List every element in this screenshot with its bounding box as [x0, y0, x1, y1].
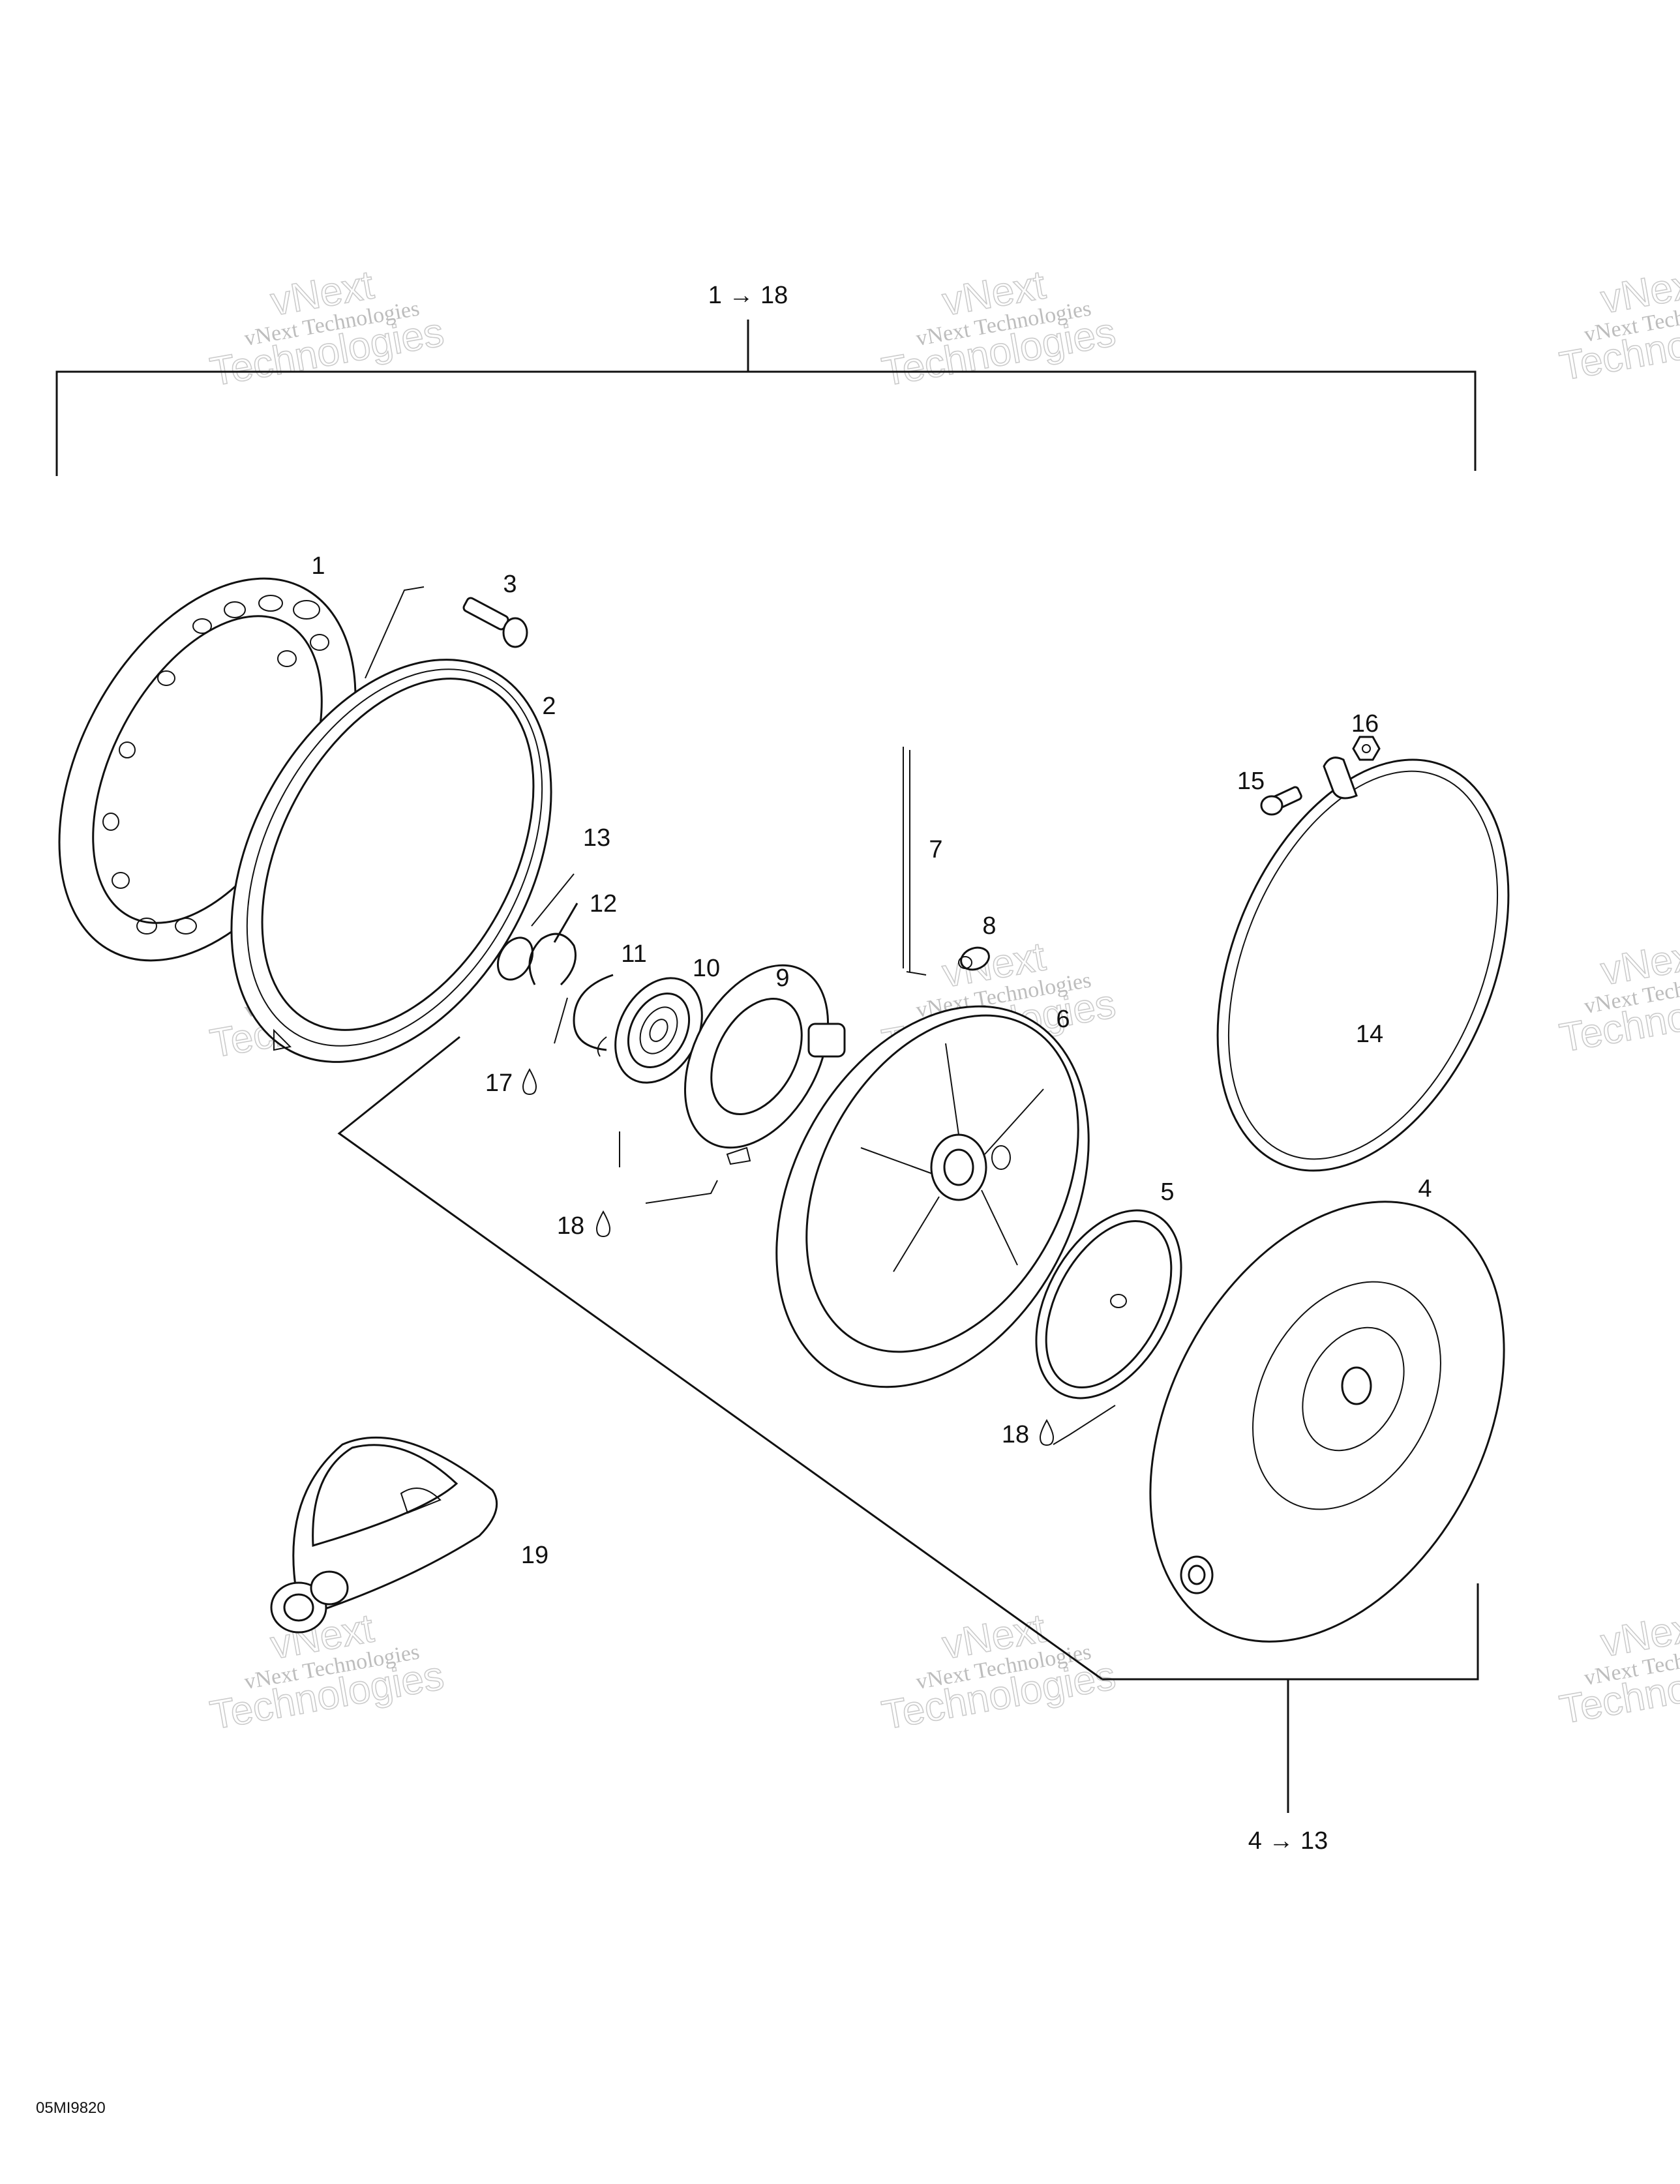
part-16-nut [1352, 736, 1381, 761]
callout-8: 8 [982, 912, 996, 940]
drop-icon [1039, 1418, 1055, 1446]
callout-13: 13 [583, 824, 610, 852]
assembly-bracket-top [55, 320, 1477, 476]
watermark-mid-right: Technologies vNext vNext Technologies [1556, 931, 1680, 1062]
figure-code: 05MI9820 [36, 2099, 106, 2117]
part-12-clip [528, 903, 578, 1044]
callout-15: 15 [1237, 768, 1265, 795]
callout-12: 12 [590, 890, 617, 918]
callout-3: 3 [503, 571, 517, 598]
callout-2: 2 [542, 693, 556, 720]
callout-7: 7 [929, 836, 942, 863]
leader-line-18c [1053, 1405, 1116, 1445]
callout-14: 14 [1356, 1021, 1383, 1048]
part-9-spring-cover [619, 964, 846, 1204]
callout-10: 10 [693, 955, 720, 982]
part-14-mounting-band [1216, 756, 1510, 1172]
callout-19: 19 [521, 1542, 548, 1569]
drop-icon [522, 1068, 537, 1096]
callout-11: 11 [621, 940, 646, 968]
part-5-lock-ring [1035, 1209, 1182, 1399]
callout-5: 5 [1160, 1178, 1174, 1206]
watermark-top-left: Technologies vNext vNext Technologies [206, 262, 447, 396]
part-7-rope [903, 747, 927, 976]
group-label-bottom: 4 → 13 [1248, 1827, 1328, 1855]
part-8-retainer [958, 946, 990, 971]
assembly-bracket-bottom [337, 1036, 1479, 1813]
watermark-bottom-right: Technologies vNext vNext Technologies [1556, 1603, 1680, 1733]
part-6-pulley [775, 1005, 1090, 1388]
watermark-bottom-center: Technologies vNext vNext Technologies [878, 1606, 1119, 1739]
callout-1: 1 [311, 552, 325, 580]
part-2-cover-ring [230, 659, 552, 1063]
callout-18: 18 [1002, 1421, 1029, 1448]
part-15-bolt [1260, 786, 1302, 816]
callout-16: 16 [1351, 710, 1379, 738]
part-11-snap-ring [573, 974, 614, 1057]
callout-4: 4 [1418, 1175, 1432, 1203]
callout-17: 17 [485, 1070, 513, 1097]
part-19-handle [270, 1436, 498, 1634]
callout-6: 6 [1056, 1006, 1070, 1033]
watermark-top-center: Technologies vNext vNext Technologies [878, 262, 1119, 396]
callout-18: 18 [557, 1212, 584, 1240]
watermark-top-right: Technologies vNext vNext Technologies [1556, 260, 1680, 390]
group-label-top: 1 → 18 [708, 282, 788, 309]
part-10-spring [614, 977, 703, 1084]
part-3-screw [365, 586, 528, 679]
part-4-starter-cover [1149, 1201, 1505, 1643]
drop-icon [595, 1210, 611, 1238]
callout-9: 9 [775, 965, 789, 992]
